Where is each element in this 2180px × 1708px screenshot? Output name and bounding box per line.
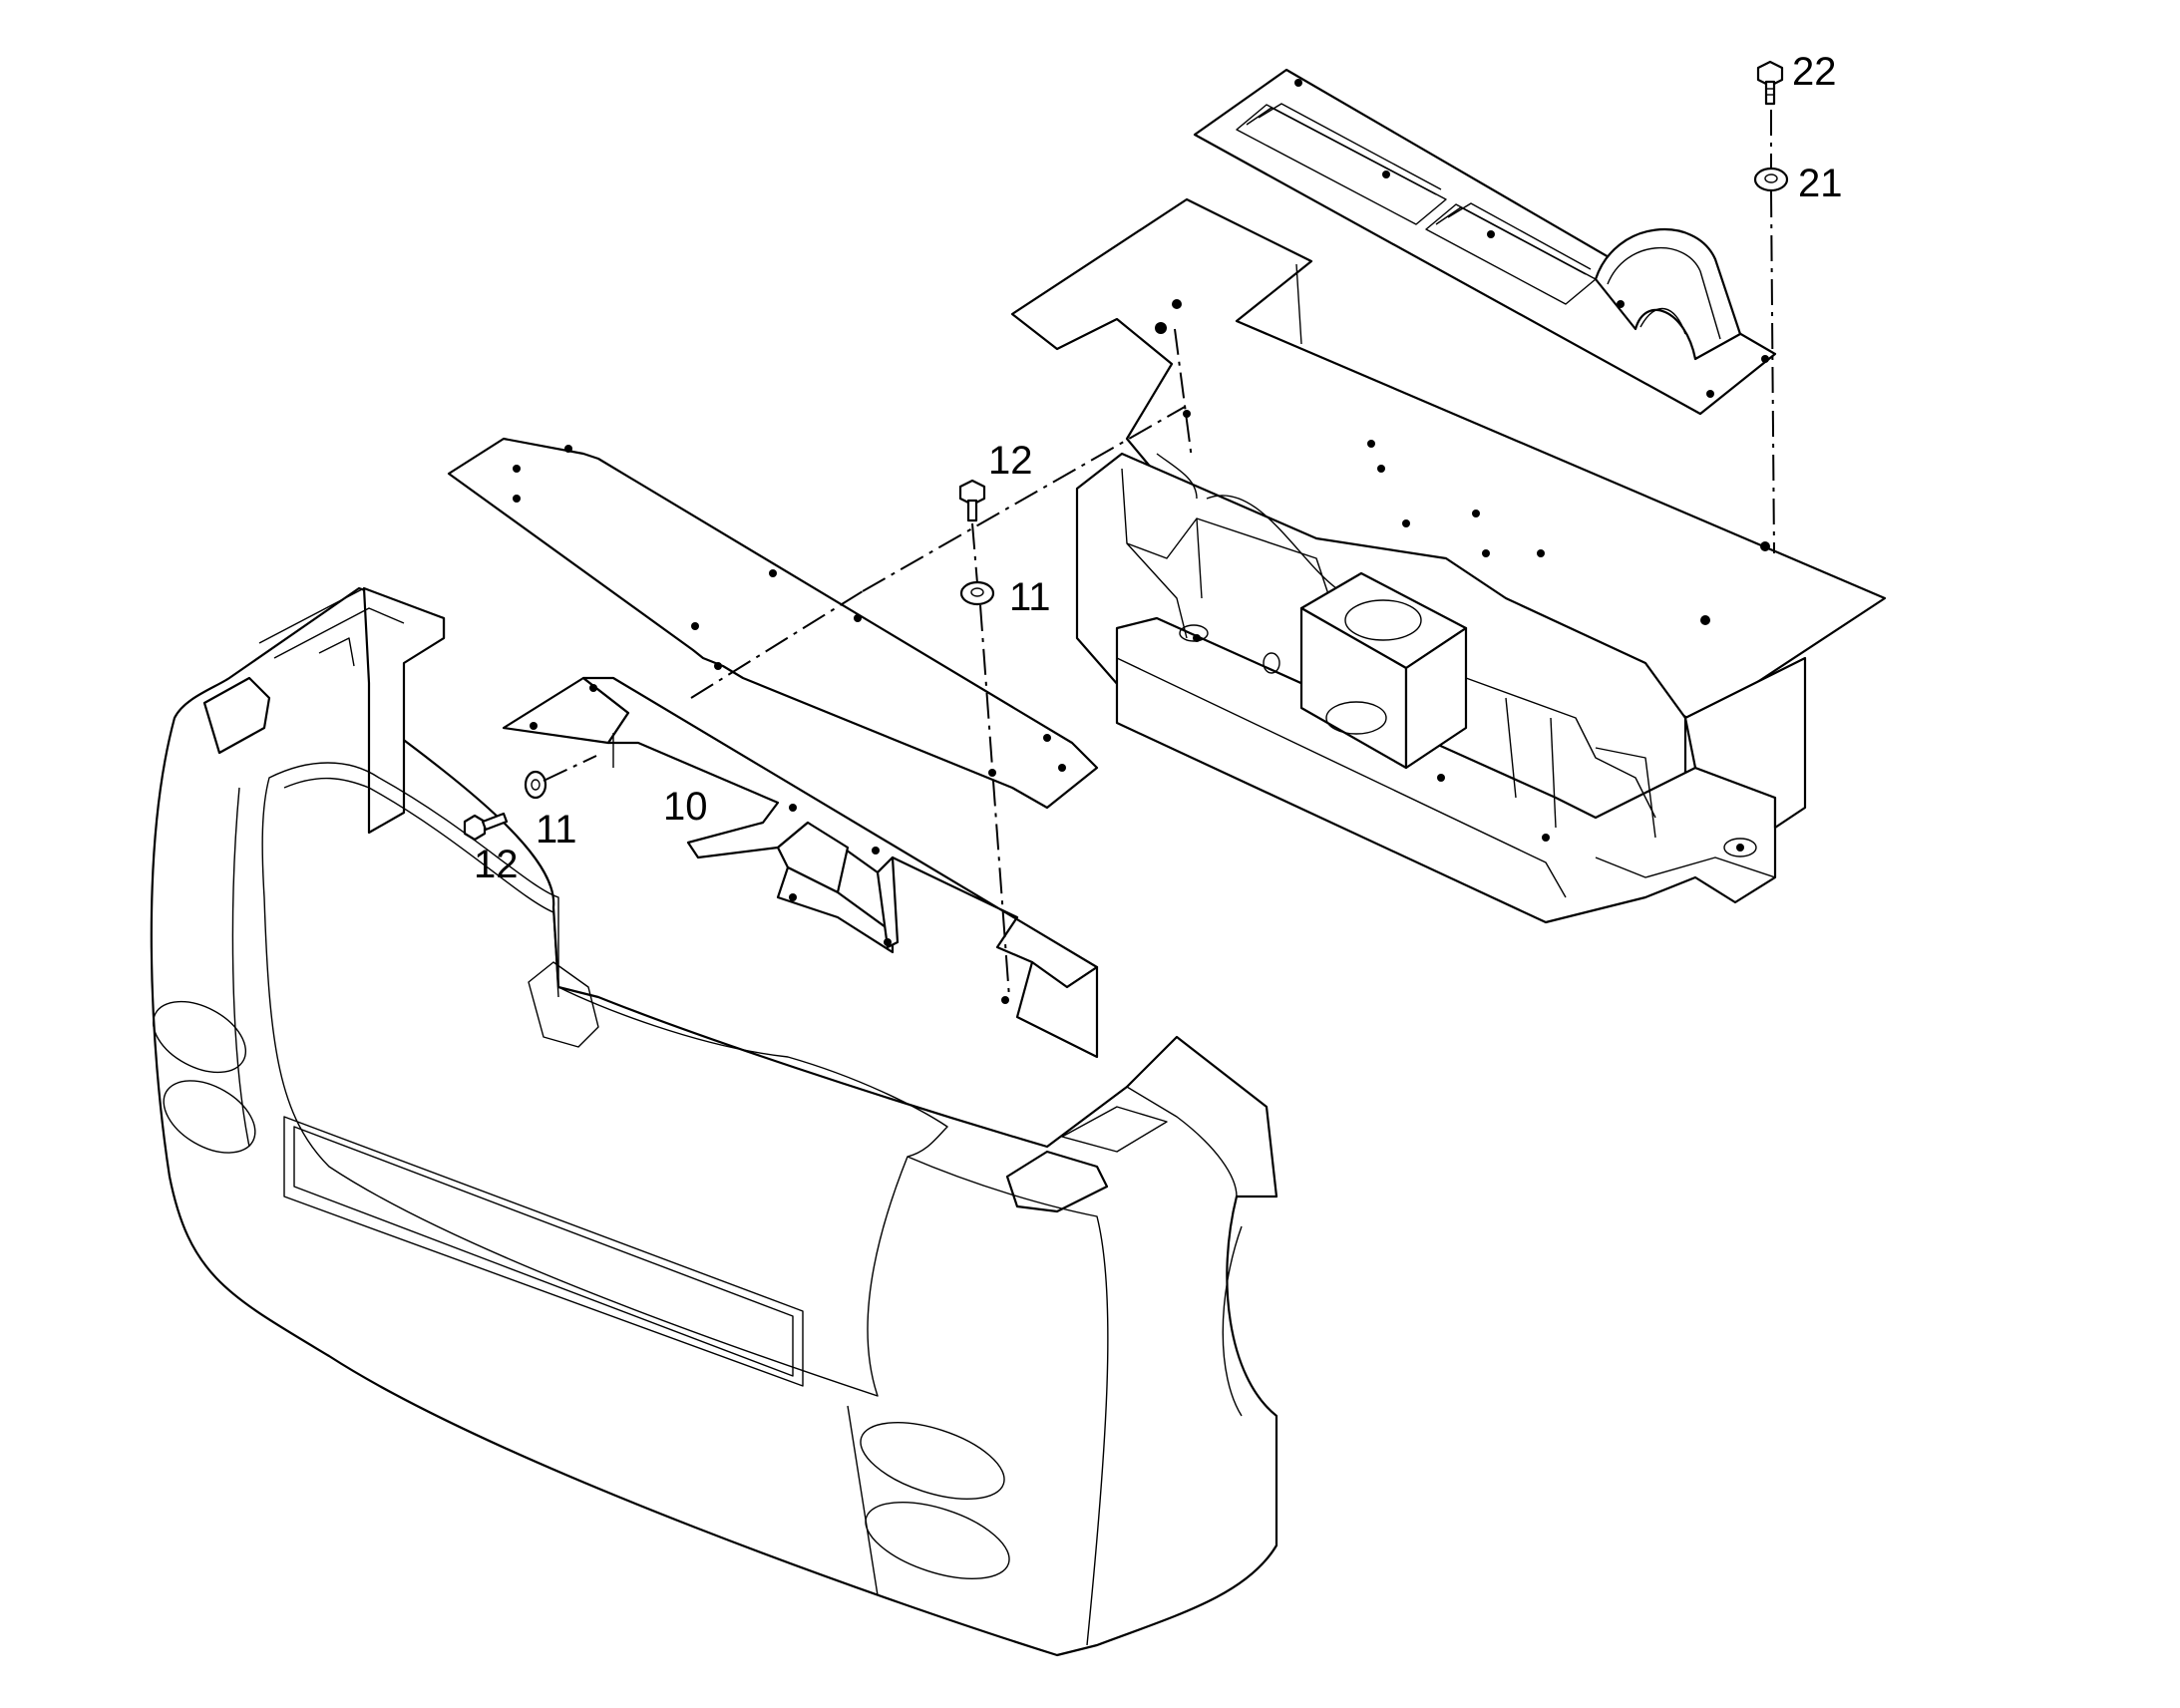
top-cover-plate <box>1193 68 1777 416</box>
callout-11-upper: 11 <box>1009 575 1051 619</box>
fastener-washer-11-upper <box>959 580 995 606</box>
flat-mounting-plate <box>447 437 1099 810</box>
assembly-centerlines <box>543 110 1775 998</box>
callout-11-lower: 11 <box>536 808 577 852</box>
callout-10: 10 <box>663 785 708 829</box>
fastener-washer-21 <box>1753 167 1789 192</box>
fastener-bolt-12-upper <box>958 479 986 522</box>
callout-22: 22 <box>1792 50 1837 94</box>
callout-12-lower: 12 <box>474 843 519 886</box>
fastener-bolt-22 <box>1756 60 1784 106</box>
base-frame-assembly <box>1010 197 1887 924</box>
callout-21: 21 <box>1798 162 1843 205</box>
fastener-bolt-12-lower <box>463 812 509 842</box>
bracket-part-10 <box>502 676 1099 1059</box>
front-bumper-counterweight <box>150 586 1278 1657</box>
callout-12-upper: 12 <box>988 439 1033 483</box>
callout-labels: 22 21 12 11 10 11 12 <box>474 50 1843 886</box>
fastener-washer-11-lower <box>524 770 547 800</box>
